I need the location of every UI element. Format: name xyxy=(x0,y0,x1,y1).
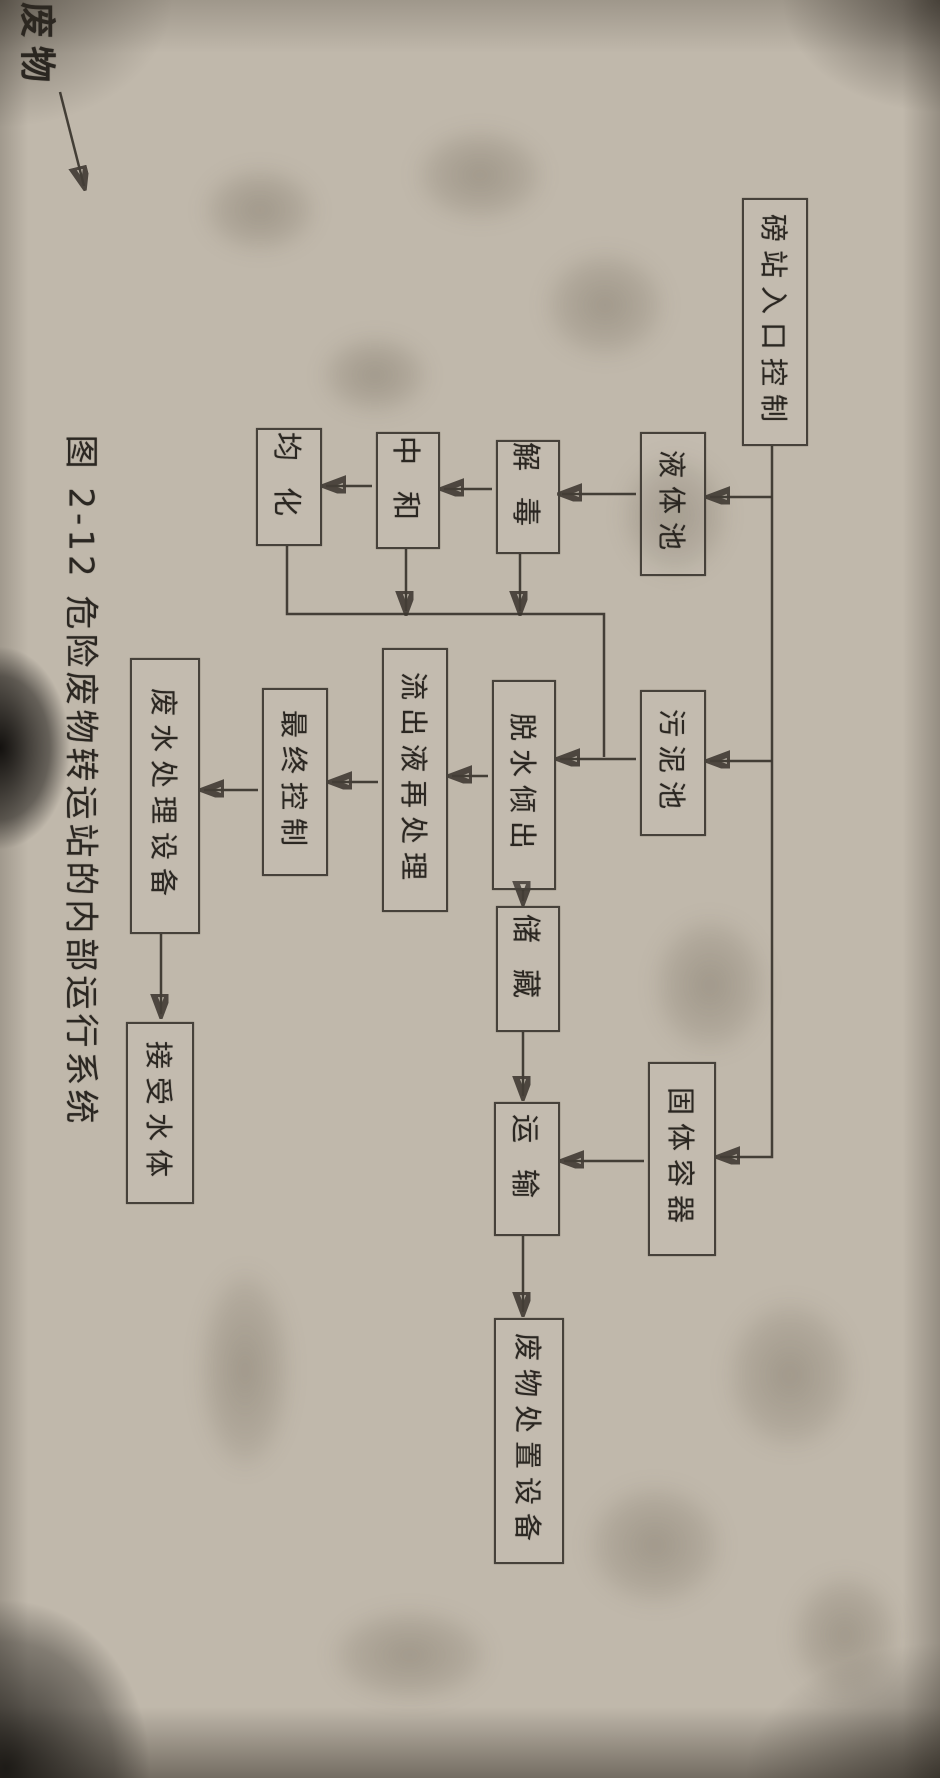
figure-caption: 图 2-12 危险废物转运站的内部运行系统 xyxy=(50,416,118,1146)
node-label-disposal-equipment: 废物处置设备 xyxy=(511,1332,544,1550)
entry-waste-text: 废物 xyxy=(16,1,57,91)
node-final-control: 最终控制 xyxy=(262,688,328,876)
figure-caption-text: 图 2-12 危险废物转运站的内部运行系统 xyxy=(60,434,101,1128)
node-label-equalize: 均化 xyxy=(270,431,304,543)
entry-waste-label: 废物 xyxy=(14,2,66,90)
node-neutralize: 中和 xyxy=(376,432,440,549)
node-label-detox: 解毒 xyxy=(509,441,543,553)
node-storage: 储藏 xyxy=(496,906,560,1032)
node-label-wastewater-equipment: 废水处理设备 xyxy=(147,687,180,905)
node-label-neutralize: 中和 xyxy=(389,435,423,546)
node-label-dewater-decant: 脱水倾出 xyxy=(506,712,539,858)
node-receiving-water: 接受水体 xyxy=(126,1022,194,1204)
node-label-receiving-water: 接受水体 xyxy=(142,1040,175,1186)
node-label-weigh-station: 磅站入口控制 xyxy=(757,213,790,431)
node-solid-container: 固体容器 xyxy=(648,1062,716,1256)
node-disposal-equipment: 废物处置设备 xyxy=(494,1318,564,1564)
node-label-liquid-pool: 液体池 xyxy=(655,449,688,559)
node-dewater-decant: 脱水倾出 xyxy=(492,680,556,890)
node-label-final-control: 最终控制 xyxy=(277,709,310,855)
node-label-transport: 运输 xyxy=(508,1113,542,1225)
node-label-solid-container: 固体容器 xyxy=(664,1086,697,1232)
node-sludge-pool: 污泥池 xyxy=(640,690,706,836)
node-wastewater-equipment: 废水处理设备 xyxy=(130,658,200,934)
node-label-sludge-pool: 污泥池 xyxy=(655,708,688,818)
node-liquid-pool: 液体池 xyxy=(640,432,706,576)
edge-waste-entry xyxy=(58,91,84,186)
node-transport: 运输 xyxy=(494,1102,560,1236)
node-weigh-station: 磅站入口控制 xyxy=(742,198,808,446)
node-detox: 解毒 xyxy=(496,440,560,554)
node-effluent-retreatment: 流出液再处理 xyxy=(382,648,448,912)
node-label-effluent-retreatment: 流出液再处理 xyxy=(397,671,430,889)
node-label-storage: 储藏 xyxy=(509,913,543,1025)
node-equalize: 均化 xyxy=(256,428,322,546)
edge-trunk-and-solid-container xyxy=(720,444,774,1157)
